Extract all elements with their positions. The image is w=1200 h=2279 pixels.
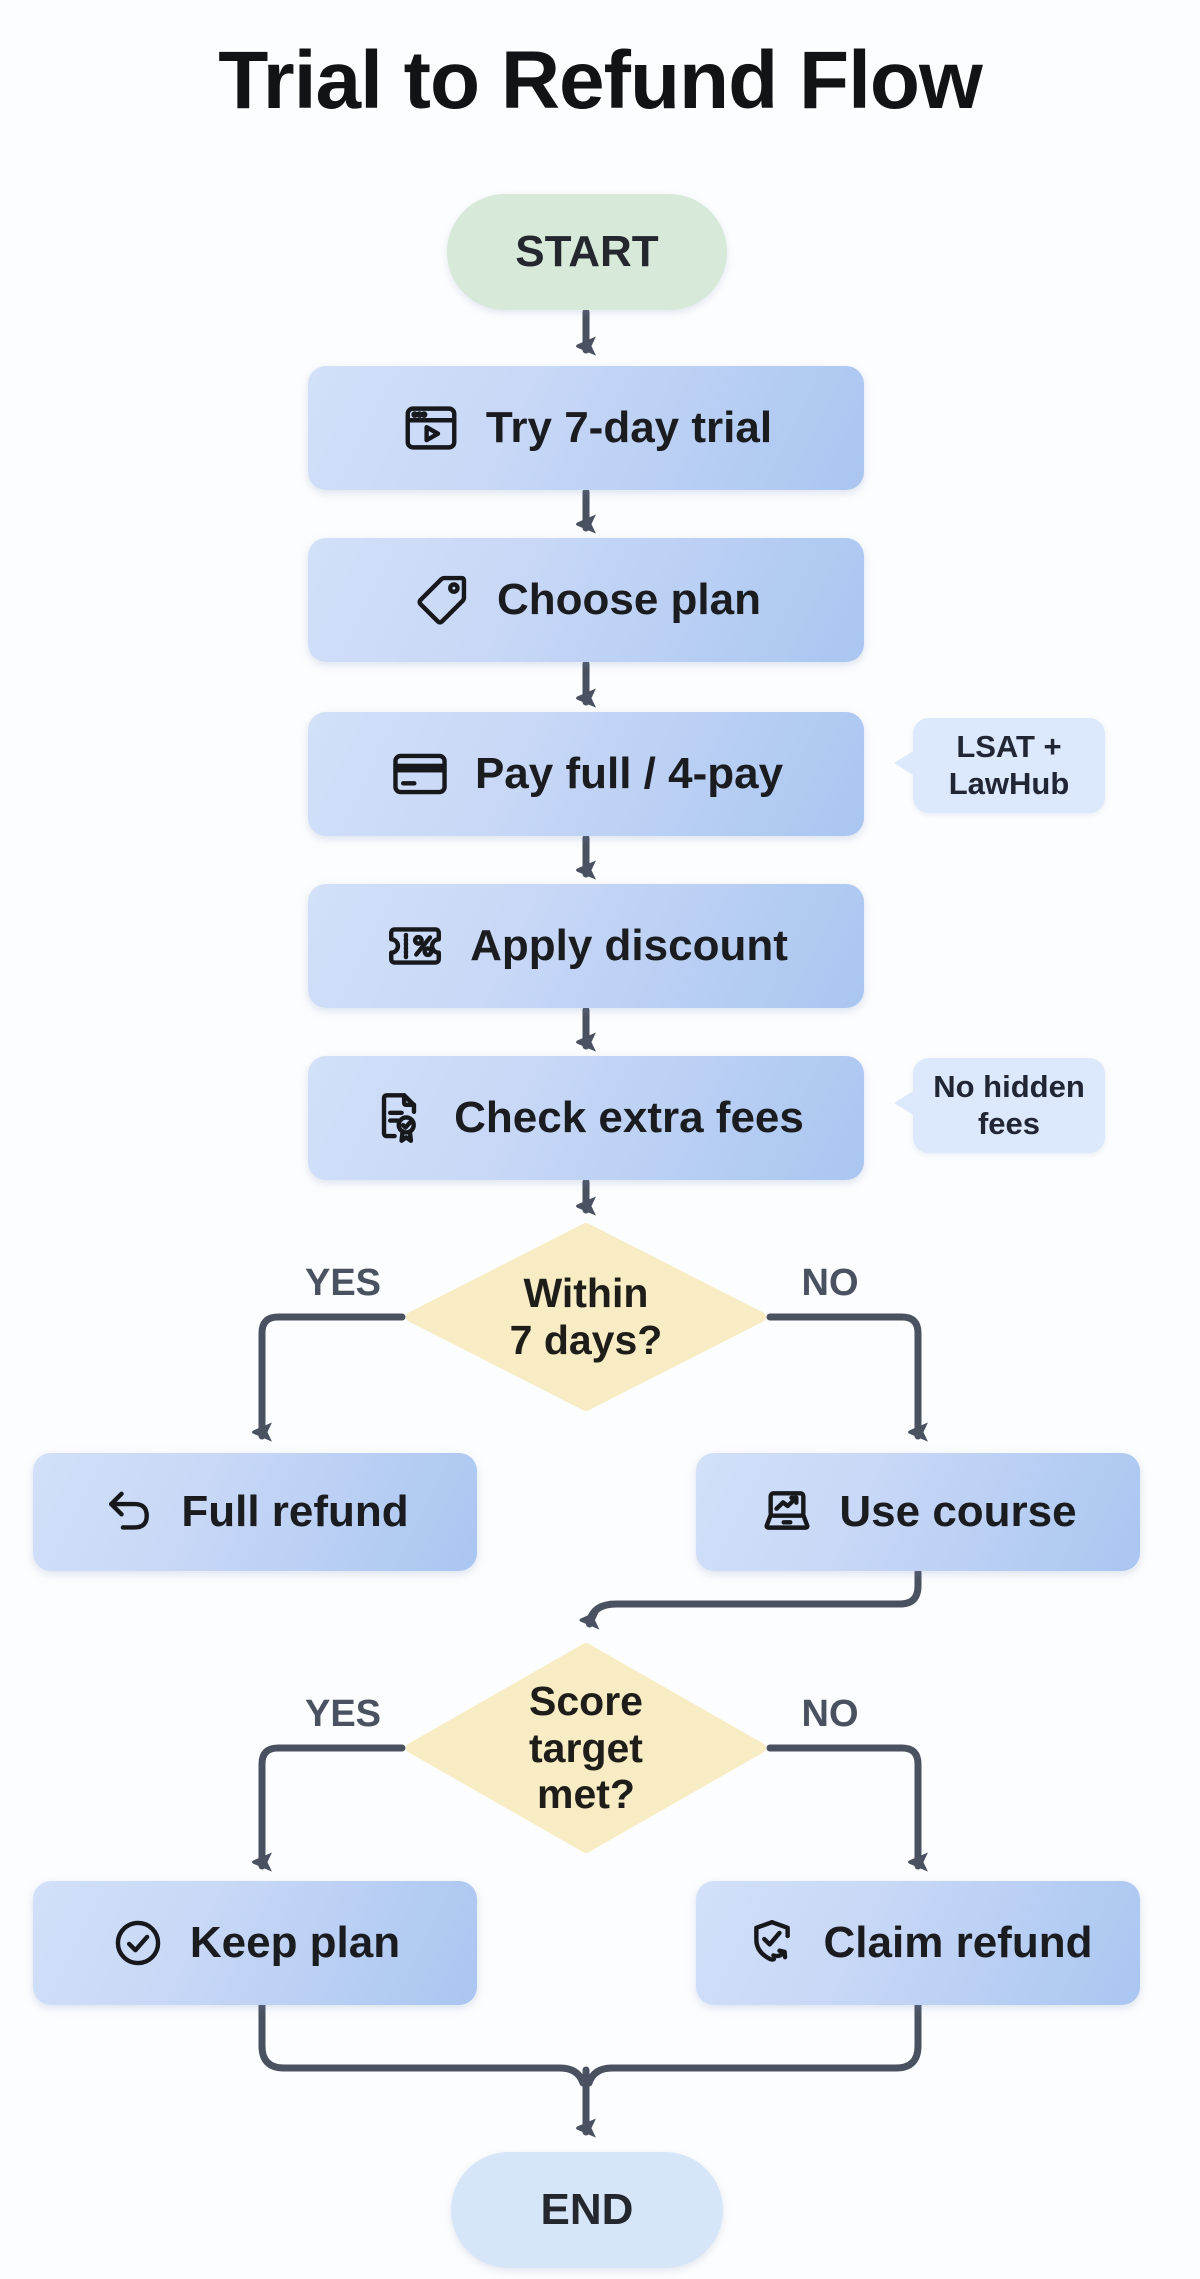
note-text: LSAT + LawHub <box>948 728 1070 801</box>
outcome-label: Use course <box>839 1487 1077 1536</box>
diamond-shape <box>406 1643 766 1853</box>
credit-card-icon <box>389 743 451 805</box>
note-tail <box>894 1090 915 1116</box>
decision-question: Within 7 days? <box>509 1270 663 1363</box>
end-label: END <box>540 2185 634 2234</box>
step-pay: Pay full / 4-pay <box>308 712 864 836</box>
branch-label-no: NO <box>801 1262 859 1304</box>
decision-question: Score target met? <box>529 1677 643 1818</box>
start-node: START <box>447 194 727 310</box>
outcome-label: Claim refund <box>823 1918 1093 1967</box>
step-label: Pay full / 4-pay <box>474 749 784 798</box>
step-label: Apply discount <box>470 921 788 970</box>
step-try-trial: Try 7-day trial <box>308 366 864 490</box>
note-tail <box>894 750 915 776</box>
branch-label-yes: YES <box>304 1693 382 1735</box>
page-title: Trial to Refund Flow <box>218 35 983 126</box>
step-apply-discount: Apply discount <box>308 884 864 1008</box>
note-lsat-lawhub: LSAT + LawHub <box>894 718 1105 813</box>
branch-label-no: NO <box>801 1693 859 1735</box>
step-label: Try 7-day trial <box>485 403 773 452</box>
note-no-hidden-fees: No hidden fees <box>894 1058 1105 1153</box>
decision-within-7-days: Within 7 days? <box>405 1222 767 1412</box>
check-circle-icon <box>110 1915 166 1971</box>
end-node: END <box>451 2152 723 2268</box>
discount-ticket-icon <box>384 915 446 977</box>
document-badge-icon <box>368 1087 430 1149</box>
laptop-chart-icon <box>759 1484 815 1540</box>
outcome-use-course: Use course <box>696 1453 1140 1571</box>
outcome-full-refund: Full refund <box>33 1453 477 1571</box>
shield-check-icon <box>744 1915 800 1971</box>
note-text: No hidden fees <box>933 1068 1085 1141</box>
return-arrow-icon <box>101 1484 157 1540</box>
step-choose-plan: Choose plan <box>308 538 864 662</box>
video-player-icon <box>400 397 462 459</box>
outcome-keep-plan: Keep plan <box>33 1881 477 2005</box>
step-label: Check extra fees <box>454 1093 804 1142</box>
outcome-label: Keep plan <box>189 1918 401 1967</box>
price-tag-icon <box>411 569 473 631</box>
step-check-fees: Check extra fees <box>308 1056 864 1180</box>
step-label: Choose plan <box>496 575 762 624</box>
decision-score-target: Score target met? <box>405 1642 767 1854</box>
outcome-label: Full refund <box>181 1487 409 1536</box>
start-label: START <box>515 227 659 276</box>
diamond-shape <box>406 1223 766 1411</box>
branch-label-yes: YES <box>304 1262 382 1304</box>
outcome-claim-refund: Claim refund <box>696 1881 1140 2005</box>
